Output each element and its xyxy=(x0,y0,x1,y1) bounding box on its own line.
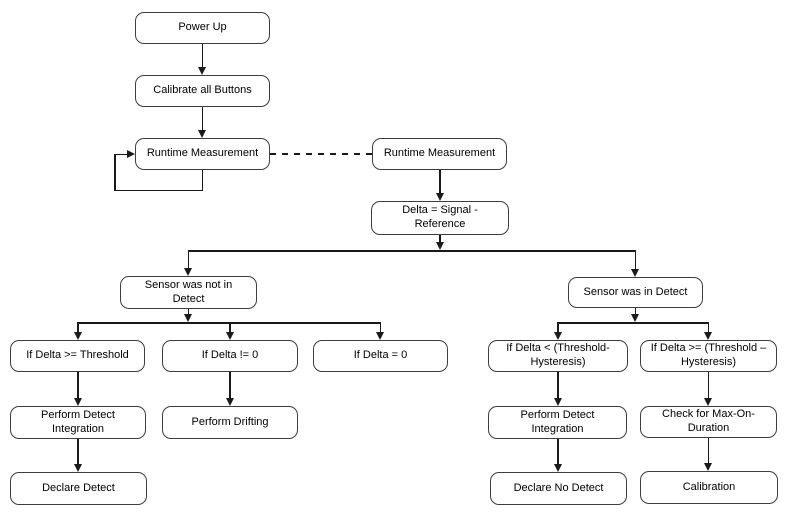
edge-if-lt-to-integration-line xyxy=(557,372,559,399)
edge-branch-to-if-ge-arrowhead xyxy=(704,332,712,340)
node-calibrate-all-buttons: Calibrate all Buttons xyxy=(135,75,270,107)
node-sensor-was-not-in-detect: Sensor was not in Detect xyxy=(120,276,257,309)
edge-if-ge-threshold-to-integration-line xyxy=(77,372,79,399)
edge-integration-to-declare-no-detect-line xyxy=(557,439,559,465)
edge-branch-to-sensor-not-line xyxy=(187,250,190,269)
edge-branch-to-if-lt-line xyxy=(557,322,559,333)
edge-branch-to-if-ne-zero-arrowhead xyxy=(225,332,234,340)
edge-sensor-in-to-branch-arrowhead xyxy=(631,314,639,322)
edge-if-ge-to-check-max-line xyxy=(707,372,710,399)
node-if-delta-eq-zero: If Delta = 0 xyxy=(313,340,448,372)
edge-integration-to-declare-detect-line xyxy=(77,439,79,465)
edge-check-max-to-calibration-line xyxy=(707,438,710,464)
edge-branch-to-if-eq-zero-line xyxy=(379,322,382,333)
node-if-delta-lt-threshold-hysteresis: If Delta < (Threshold-Hysteresis) xyxy=(488,340,628,372)
runtime-loop-return-line xyxy=(114,153,128,156)
edge-calibrate-to-runtime-line xyxy=(201,107,204,131)
node-delta-signal-reference: Delta = Signal - Reference xyxy=(371,201,509,235)
edge-if-lt-to-integration-arrowhead xyxy=(553,398,562,406)
node-if-delta-ne-zero: If Delta != 0 xyxy=(162,340,298,372)
runtime-loop-up-line xyxy=(114,154,116,191)
edge-branch-to-sensor-in-arrowhead xyxy=(631,269,639,277)
edge-branch-to-if-ge-line xyxy=(707,322,710,333)
node-declare-detect: Declare Detect xyxy=(10,472,147,505)
runtime-loop-down-line xyxy=(201,170,204,191)
edge-power-up-to-calibrate-line xyxy=(201,44,204,68)
edge-branch-to-sensor-in-line xyxy=(634,250,637,270)
edge-branch-to-if-lt-arrowhead xyxy=(553,332,562,340)
node-runtime-measurement-left: Runtime Measurement xyxy=(135,138,270,170)
node-check-for-max-on-duration: Check for Max-On-Duration xyxy=(640,406,777,438)
edge-calibrate-to-runtime-arrowhead xyxy=(198,130,206,138)
edge-if-ge-threshold-to-integration-arrowhead xyxy=(73,398,82,406)
node-sensor-was-in-detect: Sensor was in Detect xyxy=(568,277,703,308)
runtime-loop-arrowhead xyxy=(127,149,135,158)
edge-runtime-right-to-delta-line xyxy=(439,170,441,194)
edge-branch-to-sensor-not-arrowhead xyxy=(184,268,192,276)
edge-delta-to-branch-line xyxy=(439,235,441,244)
edge-sensor-in-to-branch-line xyxy=(634,308,637,314)
branch-line-detect-state xyxy=(188,250,636,252)
node-perform-drifting: Perform Drifting xyxy=(162,406,298,439)
edge-integration-to-declare-detect-arrowhead xyxy=(73,464,82,472)
node-if-delta-ge-threshold: If Delta >= Threshold xyxy=(10,340,145,372)
node-declare-no-detect: Declare No Detect xyxy=(490,472,627,505)
node-calibration: Calibration xyxy=(640,471,778,504)
edge-if-ge-to-check-max-arrowhead xyxy=(704,398,712,406)
node-perform-detect-integration-right: Perform Detect Integration xyxy=(488,406,627,439)
edge-branch-to-if-ne-zero-line xyxy=(229,322,231,333)
node-if-delta-ge-threshold-hysteresis: If Delta >= (Threshold – Hysteresis) xyxy=(640,340,777,372)
node-perform-detect-integration-left: Perform Detect Integration xyxy=(10,406,146,439)
edge-branch-to-if-ge-threshold-arrowhead xyxy=(73,332,82,340)
edge-branch-to-if-ge-threshold-line xyxy=(77,322,79,333)
edge-branch-to-if-eq-zero-arrowhead xyxy=(376,332,384,340)
runtime-dashed-link xyxy=(270,153,372,155)
runtime-loop-bottom-line xyxy=(114,189,203,192)
edge-integration-to-declare-no-detect-arrowhead xyxy=(553,464,562,472)
edge-runtime-right-to-delta-arrowhead xyxy=(435,193,444,201)
edge-if-ne-zero-to-drifting-line xyxy=(229,372,231,399)
edge-sensor-not-to-branch-arrowhead xyxy=(184,314,192,322)
node-runtime-measurement-right: Runtime Measurement xyxy=(372,138,507,170)
edge-if-ne-zero-to-drifting-arrowhead xyxy=(225,398,234,406)
edge-sensor-not-to-branch-line xyxy=(187,309,190,315)
edge-power-up-to-calibrate-arrowhead xyxy=(198,67,206,75)
branch-line-in-detect xyxy=(557,322,709,324)
node-power-up: Power Up xyxy=(135,12,270,44)
edge-check-max-to-calibration-arrowhead xyxy=(704,463,712,471)
edge-delta-to-branch-arrowhead xyxy=(435,242,444,250)
